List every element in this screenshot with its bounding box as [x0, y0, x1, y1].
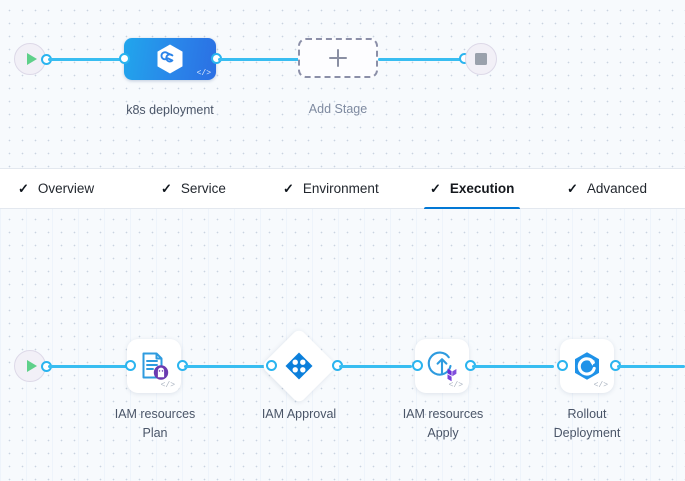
tab-environment-label: Environment — [302, 181, 379, 196]
tab-environment[interactable]: ✓ Environment — [277, 168, 385, 209]
pipeline-end-node[interactable] — [465, 43, 497, 75]
terraform-apply-icon — [427, 351, 457, 382]
stage-node-k8s-deployment[interactable]: </> — [124, 38, 216, 80]
step-node-rollout-deployment[interactable]: </> — [560, 339, 614, 393]
check-icon: ✓ — [161, 181, 172, 196]
check-icon: ✓ — [283, 181, 294, 196]
plus-icon — [329, 49, 347, 67]
tab-overview-label: Overview — [37, 181, 95, 196]
tab-advanced-label: Advanced — [586, 181, 647, 196]
stage-tab-bar: ✓ Overview ✓ Service ✓ Environment ✓ Exe… — [0, 168, 685, 210]
step-label-iam-resources-plan: IAM resources Plan — [114, 407, 196, 440]
connector-plan-to-approval — [184, 364, 266, 368]
apply-input-dot[interactable] — [412, 359, 423, 371]
play-icon — [26, 360, 37, 372]
connector-add-to-end — [378, 57, 464, 61]
stage-graph-canvas[interactable]: </> k8s deployment Add Stage — [0, 0, 685, 169]
step-label-iam-approval: IAM Approval — [261, 407, 337, 421]
tab-service[interactable]: ✓ Service — [155, 168, 232, 209]
tab-execution[interactable]: ✓ Execution — [424, 168, 521, 210]
rollout-input-dot[interactable] — [557, 359, 568, 371]
stage-yaml-badge[interactable]: </> — [196, 69, 211, 78]
k8s-rollout-hexagon-icon — [575, 352, 599, 380]
terraform-plan-icon — [142, 352, 169, 380]
connector-approval-to-apply — [339, 364, 412, 368]
step-yaml-badge[interactable]: </> — [593, 381, 608, 390]
add-stage-label: Add Stage — [308, 102, 368, 116]
add-stage-button[interactable] — [298, 38, 378, 78]
connector-start-to-stage — [48, 57, 125, 61]
tab-advanced[interactable]: ✓ Advanced — [561, 168, 653, 209]
plan-input-dot[interactable] — [125, 359, 136, 371]
step-label-rollout-deployment: Rollout Deployment — [553, 407, 621, 440]
play-icon — [26, 53, 37, 65]
tab-execution-label: Execution — [449, 181, 515, 196]
stage-input-dot[interactable] — [119, 52, 130, 64]
connector-start-to-plan — [48, 364, 130, 368]
check-icon: ✓ — [18, 181, 29, 196]
step-label-iam-resources-apply: IAM resources Apply — [402, 407, 484, 440]
tab-overview[interactable]: ✓ Overview — [12, 168, 100, 209]
step-yaml-badge[interactable]: </> — [160, 381, 175, 390]
check-icon: ✓ — [567, 181, 578, 196]
execution-graph-canvas[interactable]: </> IAM resources Plan I — [0, 209, 685, 481]
stop-icon — [475, 53, 487, 65]
stage-label-k8s-deployment: k8s deployment — [126, 103, 214, 117]
approval-icon-wrap — [272, 339, 326, 393]
pipeline-start-node[interactable] — [14, 43, 46, 75]
tab-service-label: Service — [180, 181, 226, 196]
approval-diamond-icon — [285, 352, 313, 380]
harness-hexagon-icon — [157, 44, 183, 74]
step-node-iam-resources-plan[interactable]: </> — [127, 339, 181, 393]
connector-stage-to-add — [218, 57, 300, 61]
step-yaml-badge[interactable]: </> — [448, 381, 463, 390]
tab-active-indicator — [424, 207, 521, 210]
connector-rollout-to-next — [617, 364, 685, 368]
connector-apply-to-rollout — [472, 364, 554, 368]
check-icon: ✓ — [430, 181, 441, 196]
approval-input-dot[interactable] — [266, 359, 277, 371]
step-node-iam-resources-apply[interactable]: </> — [415, 339, 469, 393]
